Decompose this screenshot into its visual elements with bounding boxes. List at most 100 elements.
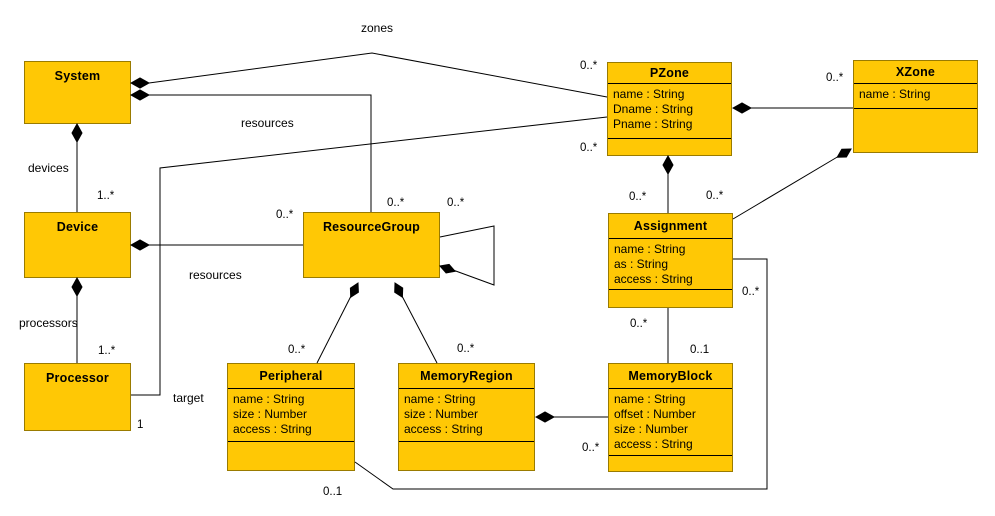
class-title: XZone bbox=[895, 65, 936, 79]
attribute-row: name : String bbox=[859, 87, 931, 101]
attributes-compartment: name : String size : Number access : Str… bbox=[228, 388, 354, 441]
attribute-row: access : String bbox=[233, 422, 312, 436]
multiplicity-label: 0..* bbox=[706, 190, 724, 202]
attribute-row: size : Number bbox=[404, 407, 479, 421]
multiplicity-label: 1..* bbox=[98, 345, 116, 357]
multiplicity-label: 0..* bbox=[457, 343, 475, 355]
composition-diamond bbox=[836, 148, 852, 158]
operations-compartment bbox=[399, 441, 534, 470]
composition-diamond bbox=[129, 89, 151, 101]
multiplicity-label: 0..* bbox=[447, 197, 465, 209]
operations-compartment bbox=[854, 108, 977, 152]
multiplicity-label: 0..* bbox=[742, 286, 760, 298]
class-peripheral[interactable]: Peripheral name : String size : Number a… bbox=[227, 363, 355, 471]
composition-diamond bbox=[129, 239, 151, 251]
composition-diamond bbox=[394, 282, 404, 299]
class-title: MemoryBlock bbox=[628, 369, 713, 383]
attribute-row: name : String bbox=[614, 392, 686, 406]
role-label-processors: processors bbox=[19, 316, 78, 330]
operations-compartment bbox=[609, 289, 732, 307]
attribute-row: Dname : String bbox=[613, 102, 694, 116]
multiplicity-label: 0..* bbox=[580, 142, 598, 154]
attribute-row: name : String bbox=[614, 242, 686, 256]
attributes-compartment: name : String size : Number access : Str… bbox=[399, 388, 534, 441]
composition-diamond bbox=[71, 122, 83, 144]
class-xzone[interactable]: XZone name : String bbox=[853, 60, 978, 153]
attributes-compartment: name : String as : String access : Strin… bbox=[609, 238, 732, 289]
attributes-compartment: name : String bbox=[854, 83, 977, 108]
association-pzone-xzone[interactable] bbox=[731, 102, 853, 114]
multiplicity-label: 0..* bbox=[582, 442, 600, 454]
composition-diamond bbox=[439, 263, 457, 274]
class-resourcegroup[interactable]: ResourceGroup bbox=[303, 212, 440, 278]
association-pzone-assignment[interactable] bbox=[662, 154, 674, 213]
attribute-row: Pname : String bbox=[613, 117, 693, 131]
attribute-row: name : String bbox=[613, 87, 685, 101]
class-device[interactable]: Device bbox=[24, 212, 131, 278]
multiplicity-label: 0..* bbox=[580, 60, 598, 72]
association-system-resourcegroup-resources[interactable] bbox=[129, 89, 372, 212]
class-title: MemoryRegion bbox=[420, 369, 513, 383]
multiplicity-label: 0..* bbox=[288, 344, 306, 356]
class-title: Device bbox=[56, 220, 99, 234]
class-memoryregion[interactable]: MemoryRegion name : String size : Number… bbox=[398, 363, 535, 471]
multiplicity-label: 1..* bbox=[97, 190, 115, 202]
class-title: Peripheral bbox=[259, 369, 323, 383]
attribute-row: access : String bbox=[614, 437, 693, 451]
association-system-device-devices[interactable] bbox=[71, 122, 83, 212]
role-label-target: target bbox=[173, 391, 204, 405]
composition-diamond bbox=[534, 411, 556, 423]
association-pzone-processor-target[interactable] bbox=[131, 116, 608, 396]
multiplicity-label: 0..* bbox=[629, 191, 647, 203]
association-device-processor-processors[interactable] bbox=[71, 276, 83, 363]
multiplicity-label: 0..* bbox=[826, 72, 844, 84]
attribute-row: size : Number bbox=[614, 422, 689, 436]
class-title: Processor bbox=[46, 371, 109, 385]
association-system-pzone-zones[interactable] bbox=[129, 52, 608, 98]
association-memoryregion-memoryblock[interactable] bbox=[534, 411, 608, 423]
role-label-resources-system: resources bbox=[241, 116, 294, 130]
composition-diamond bbox=[129, 77, 151, 89]
class-title: Assignment bbox=[633, 219, 708, 233]
attribute-row: offset : Number bbox=[614, 407, 696, 421]
class-memoryblock[interactable]: MemoryBlock name : String offset : Numbe… bbox=[608, 363, 733, 472]
role-label-devices: devices bbox=[28, 161, 69, 175]
association-resourcegroup-self[interactable] bbox=[439, 225, 495, 286]
role-label-resources-device: resources bbox=[189, 268, 242, 282]
multiplicity-label: 0..* bbox=[387, 197, 405, 209]
association-xzone-assignment[interactable] bbox=[732, 148, 852, 220]
operations-compartment bbox=[608, 138, 731, 155]
association-resourcegroup-memoryregion[interactable] bbox=[394, 282, 438, 364]
composition-diamond bbox=[731, 102, 753, 114]
attribute-row: access : String bbox=[404, 422, 483, 436]
class-pzone[interactable]: PZone name : String Dname : String Pname… bbox=[607, 62, 732, 156]
attributes-compartment: name : String offset : Number size : Num… bbox=[609, 388, 732, 455]
class-title: PZone bbox=[649, 66, 690, 80]
operations-compartment bbox=[228, 441, 354, 470]
association-assignment-peripheral[interactable] bbox=[354, 258, 768, 490]
multiplicity-label: 0..1 bbox=[690, 344, 709, 356]
operations-compartment bbox=[609, 455, 732, 471]
class-assignment[interactable]: Assignment name : String as : String acc… bbox=[608, 213, 733, 308]
class-title: System bbox=[54, 69, 101, 83]
association-resourcegroup-peripheral[interactable] bbox=[316, 282, 359, 364]
attribute-row: name : String bbox=[233, 392, 305, 406]
attribute-row: name : String bbox=[404, 392, 476, 406]
class-processor[interactable]: Processor bbox=[24, 363, 131, 431]
class-title: ResourceGroup bbox=[322, 220, 421, 234]
multiplicity-label: 0..1 bbox=[323, 486, 342, 498]
class-system[interactable]: System bbox=[24, 61, 131, 124]
attributes-compartment: name : String Dname : String Pname : Str… bbox=[608, 83, 731, 138]
role-label-zones: zones bbox=[361, 21, 393, 35]
attribute-row: as : String bbox=[614, 257, 669, 271]
attribute-row: access : String bbox=[614, 272, 693, 286]
association-device-resourcegroup-resources[interactable] bbox=[129, 239, 303, 251]
composition-diamond bbox=[71, 276, 83, 298]
attribute-row: size : Number bbox=[233, 407, 308, 421]
multiplicity-label: 0..* bbox=[630, 318, 648, 330]
composition-diamond bbox=[662, 154, 674, 176]
composition-diamond bbox=[349, 282, 359, 299]
multiplicity-label: 0..* bbox=[276, 209, 294, 221]
